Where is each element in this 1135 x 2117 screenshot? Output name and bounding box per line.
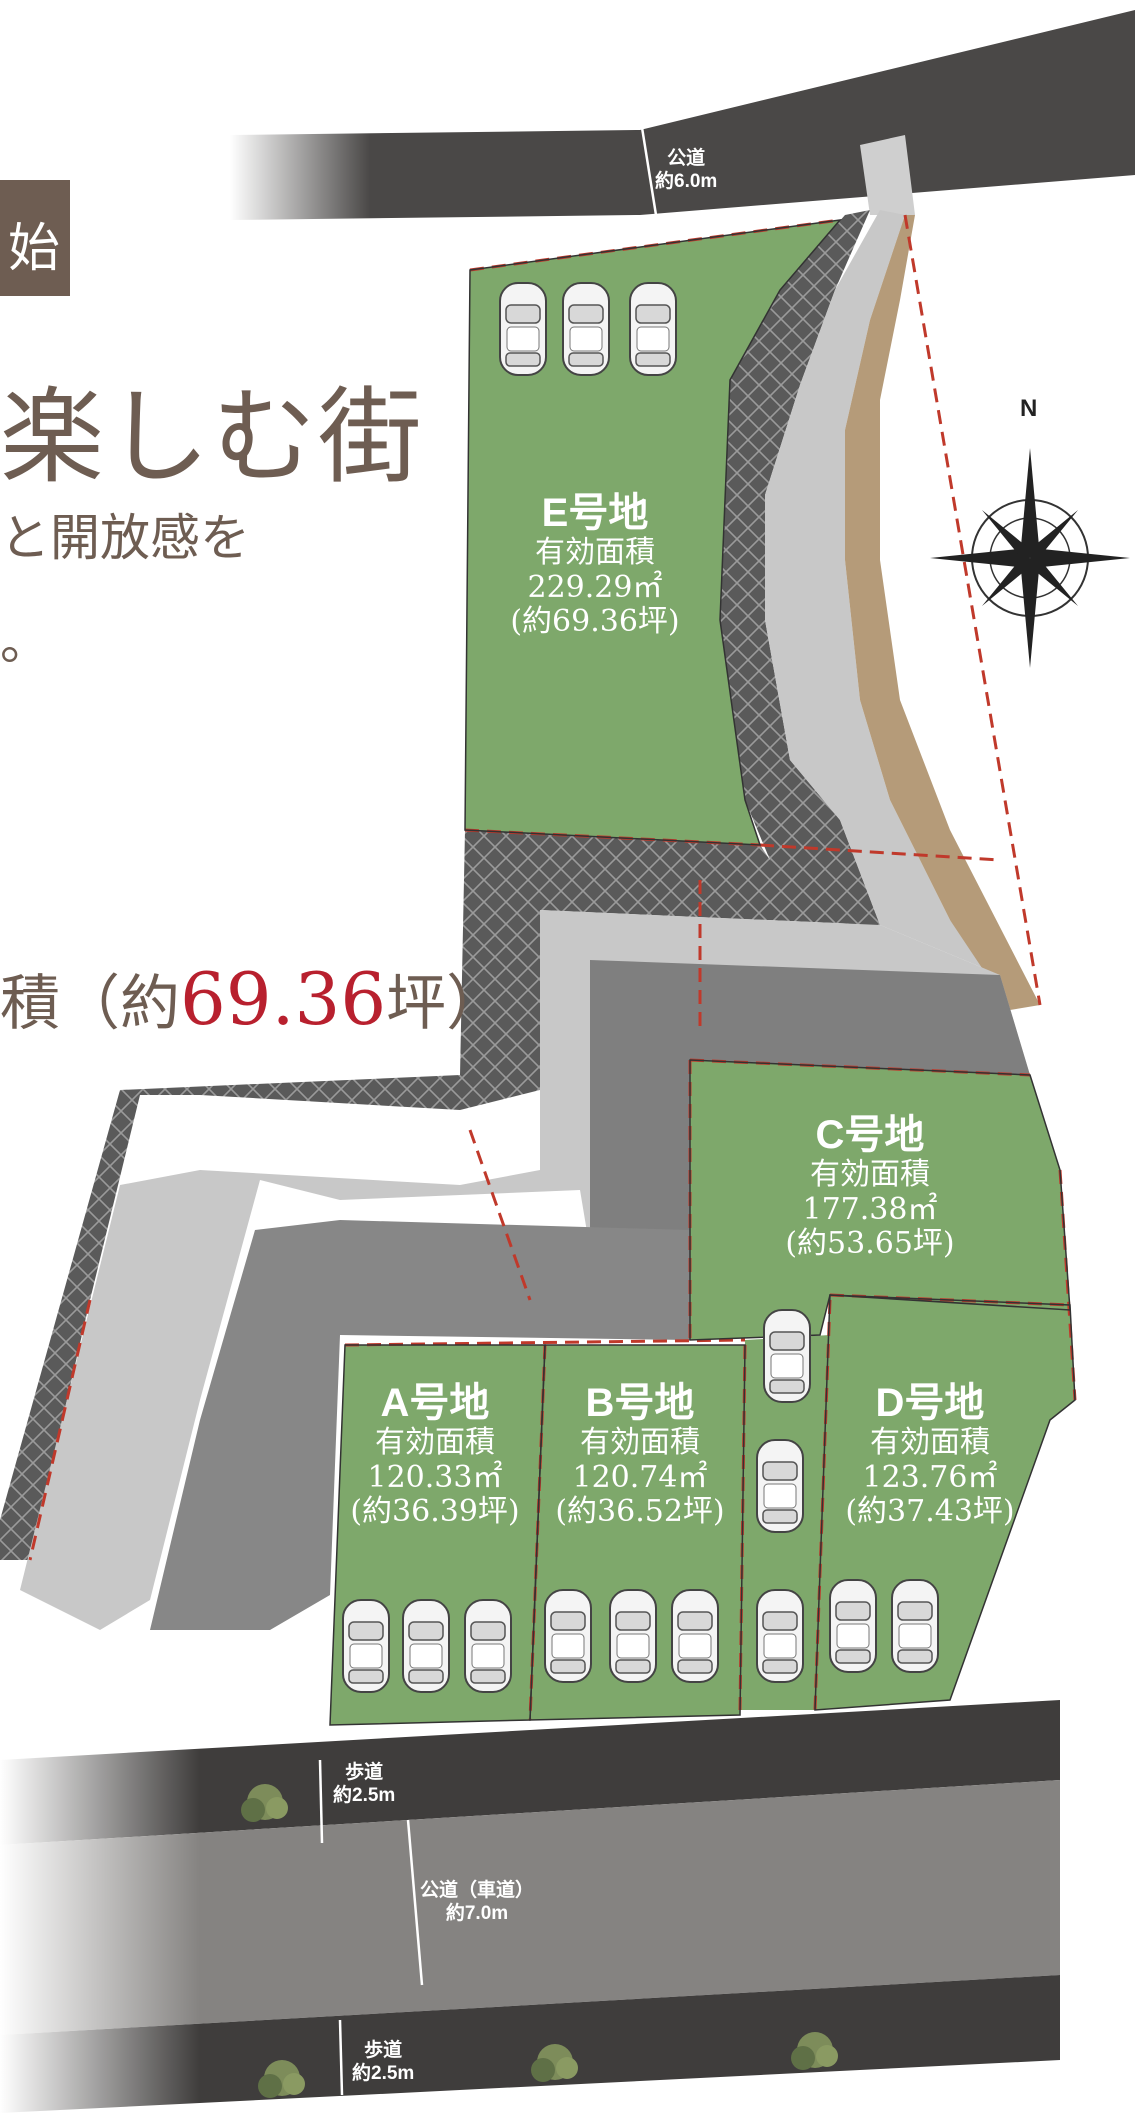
lot-name: C号地 [815,1113,925,1157]
compass-north-label: N [1020,395,1038,422]
headline: 楽しむ街 [0,376,425,498]
lot-tsubo: (約69.36坪) [510,604,680,639]
approach-strip [860,135,915,215]
slope-hatch-middle [0,830,880,1560]
road-width: 約7.0m [445,1902,509,1924]
dimension-arrows [318,114,662,2096]
lot-name: E号地 [541,491,649,535]
slope-hatch-east [720,210,880,925]
lot-area-label: 有効面積 [535,535,655,570]
lot-b-label: B号地 有効面積 120.74㎡ (約36.52坪) [540,1380,740,1530]
lot-area: 229.29㎡ [527,569,663,605]
brown-strip [845,215,1040,1010]
sidewalk-bottom-label: 歩道 約2.5m [352,2040,414,2086]
lot-e-label: E号地 有効面積 229.29㎡ (約69.36坪) [495,490,695,640]
lot-area: 120.74㎡ [572,1459,708,1495]
lot-area-label: 有効面積 [375,1425,495,1460]
cars-a [342,1599,512,1693]
lot-e-shape [465,220,840,845]
road-name: 公道 [667,148,706,169]
cars-column [756,1309,811,1683]
subheading-line-2: 。 [0,613,50,671]
subheading-line-1: と開放感を [0,509,250,567]
lot-d-shape [815,1295,1075,1710]
lot-area-label: 有効面積 [580,1425,700,1460]
lot-name: D号地 [875,1381,985,1425]
lot-d-label: D号地 有効面積 123.76㎡ (約37.43坪) [830,1380,1030,1530]
lot-name: A号地 [380,1381,490,1425]
road-width: 約2.5m [352,2062,415,2084]
area-prefix: 積（約 [0,969,180,1039]
header-ribbon [0,180,70,296]
wall-block-c [590,960,1030,1295]
sidewalk-top-label: 歩道 約2.5m [333,1762,395,1808]
area-value: 69.36 [180,957,387,1041]
max-area-line: 積（約69.36坪） [0,955,506,1042]
ribbon-label: 始 [8,219,61,279]
road-width: 約2.5m [333,1784,396,1806]
lot-area: 177.38㎡ [802,1191,938,1227]
lot-tsubo: (約36.39坪) [350,1494,520,1529]
road-name: 公道（車道） [420,1880,535,1901]
main-road [0,1780,1060,2035]
lot-c-shape [690,1060,1070,1340]
lot-area-label: 有効面積 [870,1425,990,1460]
road-width: 約6.0m [655,170,718,192]
cars-b [544,1589,719,1683]
compass-icon [930,448,1130,668]
lot-area-label: 有効面積 [810,1157,930,1192]
lot-area: 120.33㎡ [367,1459,503,1495]
lot-tsubo: (約53.65坪) [785,1226,955,1261]
wall-block-ab [150,1220,690,1630]
lot-tsubo: (約37.43坪) [845,1494,1015,1529]
lot-name: B号地 [585,1381,695,1425]
lot-area: 123.76㎡ [862,1459,998,1495]
walkway-east [765,210,1000,975]
area-suffix: 坪） [386,969,507,1039]
road-name: 歩道 [364,2040,403,2061]
lot-c-label: C号地 有効面積 177.38㎡ (約53.65坪) [770,1112,970,1262]
north-road-label: 公道 約6.0m [655,148,717,194]
lot-tsubo: (約36.52坪) [555,1494,725,1529]
road-name: 歩道 [345,1762,384,1783]
main-road-label: 公道（車道） 約7.0m [420,1880,534,1926]
cars-e [499,282,677,376]
lot-a-label: A号地 有効面積 120.33㎡ (約36.39坪) [335,1380,535,1530]
